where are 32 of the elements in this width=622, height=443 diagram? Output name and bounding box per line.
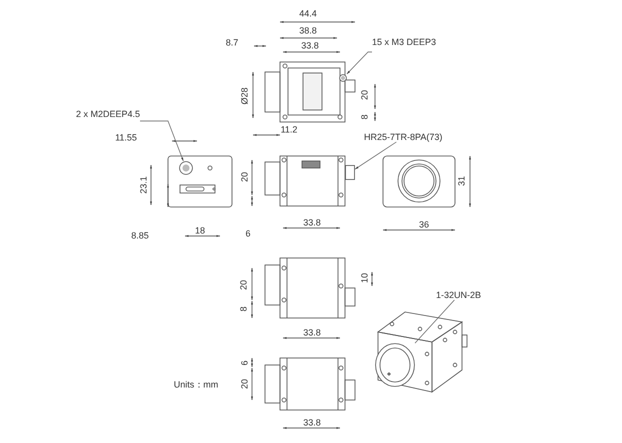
dimension-value: 20	[360, 90, 370, 100]
dimension-value: 20	[240, 379, 250, 389]
dimension-value: 23.1	[140, 176, 148, 194]
callout-text: 2 x M2DEEP4.5	[76, 110, 140, 119]
dimension-value: 8	[240, 306, 248, 312]
dimension-value: 11.55	[115, 134, 137, 142]
dimension-value: 10	[360, 273, 370, 283]
dimension-value: 20	[240, 280, 248, 290]
dimension-value: 6	[246, 230, 250, 238]
dimension-value: 33.8	[303, 218, 321, 228]
dimension-value: 18	[195, 226, 205, 236]
dimension-value: 11.2	[280, 126, 298, 134]
dimension-value: Ø28	[240, 88, 250, 104]
dimension-value: 44.4	[299, 10, 317, 18]
dimension-value: 33.8	[303, 328, 321, 338]
dimension-value: 8.85	[131, 232, 149, 240]
dimension-value: 33.8	[301, 42, 319, 50]
leader-line	[354, 142, 397, 170]
leader-line	[140, 120, 184, 162]
dimension-value: 8.7	[226, 38, 238, 48]
dimension-value: 31	[458, 176, 466, 186]
dimension-value: 38.8	[299, 26, 317, 36]
dimension-value: 36	[419, 220, 429, 230]
leader-line	[346, 52, 372, 74]
dimension-value: 33.8	[303, 418, 321, 428]
units-note: Units：mm	[174, 380, 218, 390]
dimension-value: 8	[360, 114, 370, 120]
callout-text: HR25-7TR-8PA(73)	[364, 133, 442, 142]
dimension-value: 6	[240, 360, 250, 366]
dimension-value: 20	[240, 172, 250, 182]
callout-text: 1-32UN-2B	[436, 291, 482, 300]
callout-text: 15 x M3 DEEP3	[372, 38, 436, 47]
